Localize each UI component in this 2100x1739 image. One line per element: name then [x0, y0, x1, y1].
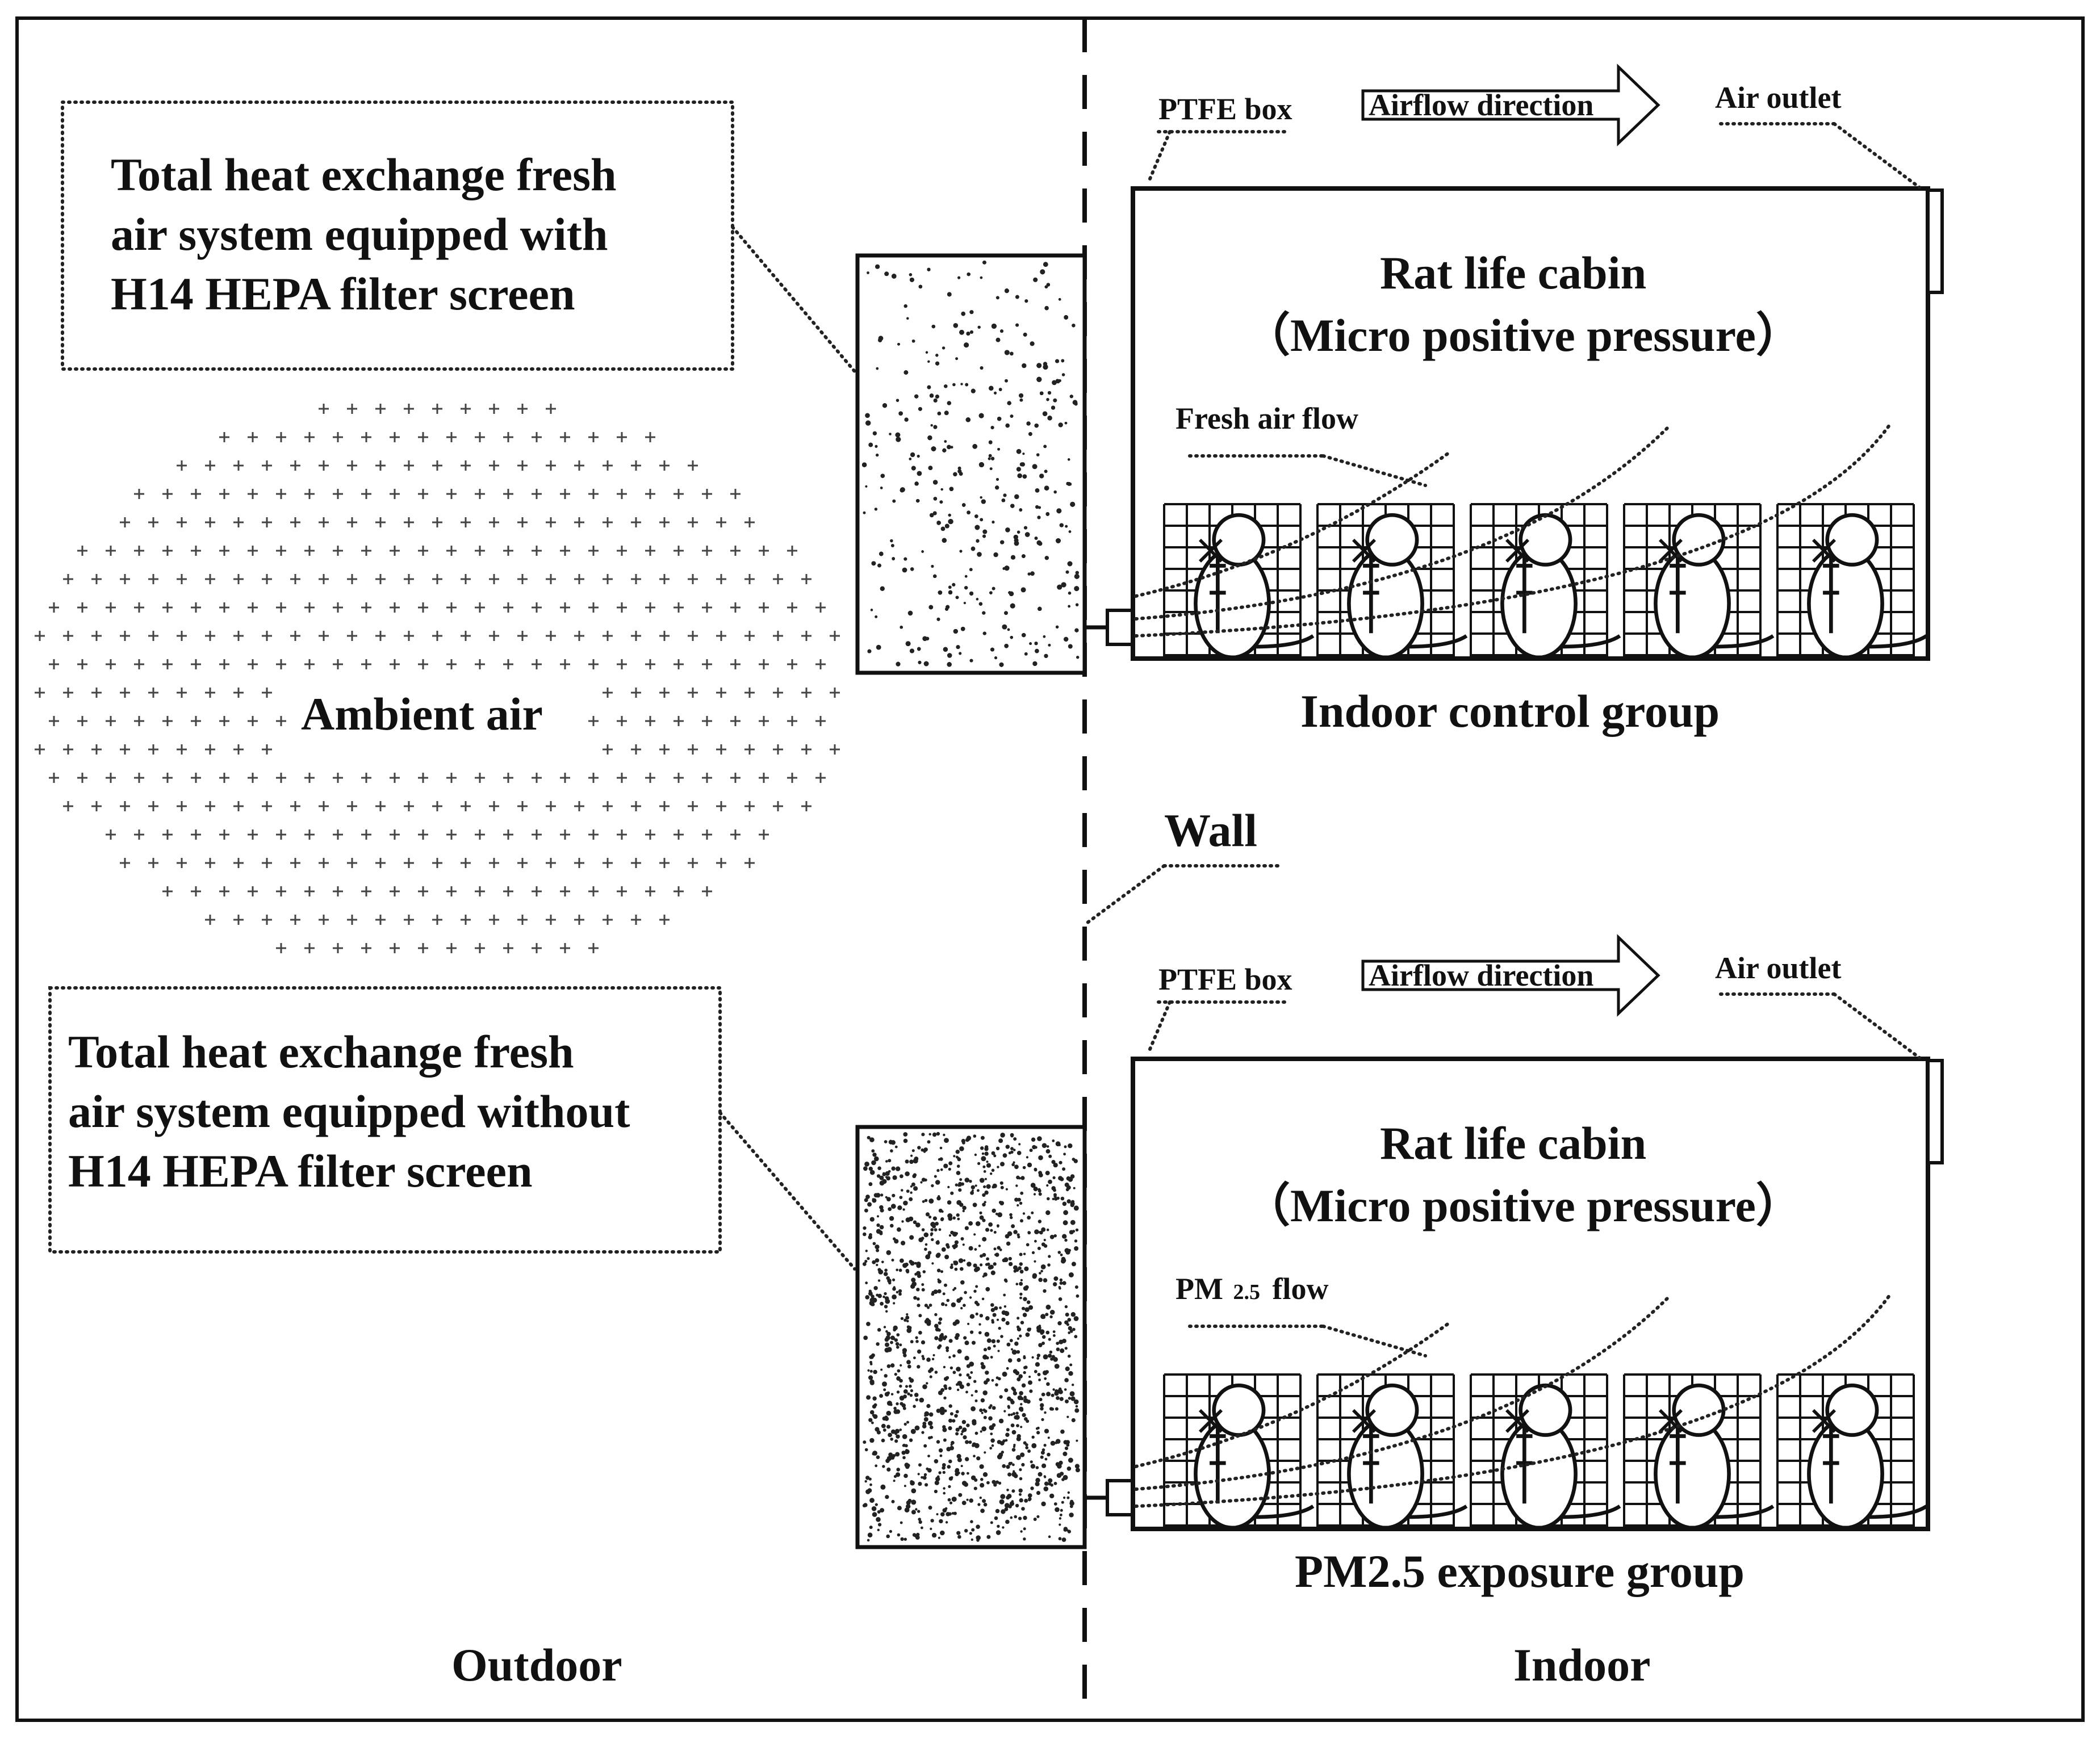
- cage: [1316, 1373, 1467, 1528]
- top-airflow-direction-label: Airflow direction: [1369, 88, 1593, 122]
- bottom-flow-curve-2: [1134, 1294, 1671, 1491]
- cage: [1470, 503, 1620, 657]
- cage: [1623, 1373, 1773, 1528]
- bottom-air-outlet-port: [1926, 1059, 1944, 1164]
- top-filter-label-line-2: air system equipped with: [111, 208, 608, 260]
- top-cage-row: [1163, 503, 1927, 657]
- top-air-outlet-port: [1926, 188, 1944, 294]
- bottom-cabin-subtitle: （Micro positive pressure）: [1244, 1180, 1802, 1231]
- bottom-ptfe-box-label: PTFE box: [1158, 962, 1292, 996]
- bottom-filter-label-line-1: Total heat exchange fresh: [68, 1026, 574, 1078]
- bottom-cage-row: [1163, 1373, 1927, 1528]
- bottom-group-label: PM2.5 exposure group: [1295, 1545, 1745, 1597]
- ambient-air-label: Ambient air: [301, 688, 543, 740]
- outer-frame: [15, 16, 2085, 1722]
- bottom-airflow-arrow: [1361, 934, 1660, 1017]
- top-system: PTFE box Airflow direction Air outlet Ra…: [855, 64, 1944, 737]
- top-group-label: Indoor control group: [1300, 685, 1720, 737]
- bottom-cabin-title: Rat life cabin: [1380, 1117, 1646, 1169]
- bottom-connector: [1106, 1479, 1135, 1516]
- top-airflow-arrow: [1361, 64, 1660, 146]
- bottom-flow-label: PM 2.5 flow: [1176, 1272, 1328, 1306]
- outdoor-label: Outdoor: [451, 1639, 622, 1691]
- bottom-filter-label-frame: [48, 986, 722, 1254]
- bottom-airflow-direction-label: Airflow direction: [1369, 958, 1593, 992]
- top-ptfe-box-label: PTFE box: [1158, 92, 1292, 126]
- bottom-filter-label-line-2: air system equipped without: [68, 1086, 630, 1137]
- top-connector: [1106, 609, 1135, 646]
- top-flow-label: Fresh air flow: [1176, 401, 1358, 435]
- top-cabin-subtitle: （Micro positive pressure）: [1244, 309, 1802, 361]
- bottom-system: PTFE box Airflow direction Air outlet Ra…: [855, 934, 1944, 1597]
- indoor-label: Indoor: [1513, 1639, 1651, 1691]
- top-filter-speckle: [862, 261, 1080, 667]
- top-air-outlet-label: Air outlet: [1715, 81, 1841, 115]
- cage: [1776, 1373, 1927, 1528]
- top-filter-label-line-1: Total heat exchange fresh: [111, 149, 617, 200]
- top-filter-label-line-3: H14 HEPA filter screen: [111, 268, 575, 320]
- bottom-air-outlet-label: Air outlet: [1715, 951, 1841, 985]
- wall-label: Wall: [1164, 804, 1257, 856]
- ambient-air-pattern: [35, 404, 840, 953]
- top-fresh-air-unit: [855, 253, 1087, 675]
- top-flow-curve-2: [1134, 424, 1671, 621]
- top-flow-curve-3: [1134, 421, 1893, 638]
- bottom-flow-curve-3: [1134, 1292, 1893, 1508]
- bottom-filter-label-line-3: H14 HEPA filter screen: [68, 1145, 533, 1197]
- bottom-filter-speckle: [862, 1132, 1080, 1542]
- top-flow-curve-1: [1134, 450, 1453, 598]
- bottom-flow-curve-1: [1134, 1320, 1453, 1468]
- cage: [1623, 503, 1773, 657]
- top-cabin-title: Rat life cabin: [1380, 247, 1646, 299]
